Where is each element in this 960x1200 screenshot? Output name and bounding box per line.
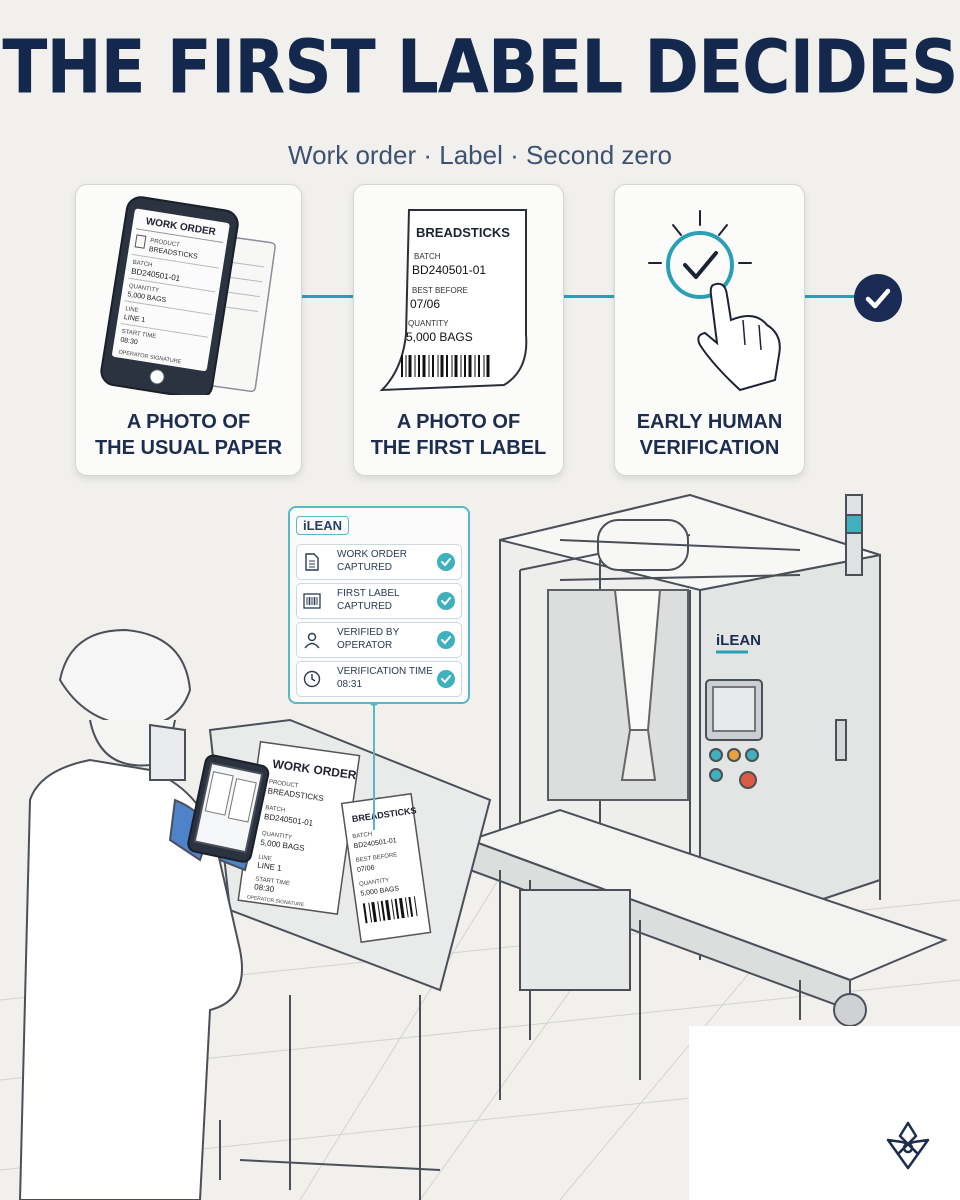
document-icon [305,553,319,571]
check-icon [437,631,455,649]
label-quantity-value: 5,000 BAGS [406,330,473,344]
phone-work-order-icon: WORK ORDER PRODUCT BREADSTICKS BATCH BD2… [100,196,276,395]
label-best-before-label: BEST BEFORE [412,286,468,295]
callout-leader-line [373,700,375,830]
check-icon [437,592,455,610]
step-card-paper-photo: WORK ORDER PRODUCT BREADSTICKS BATCH BD2… [75,184,302,476]
barcode-graphic [401,355,490,377]
label-title: BREADSTICKS [416,225,510,240]
label-batch-label: BATCH [414,252,441,261]
svg-text:QUANTITY: QUANTITY [261,831,292,841]
machine-brand: iLEAN [716,632,761,649]
blank-overlay [689,1026,960,1200]
production-scene-illustration: iLEAN WORK ORDER PRODUCT BREADSTICKS BAT… [0,493,960,1200]
step-card-label-photo: BREADSTICKS BATCH BD240501-01 BEST BEFOR… [353,184,564,476]
phone-wo-batch-label: BATCH [132,260,153,269]
final-check-icon [854,274,902,322]
svg-text:BATCH: BATCH [352,832,373,841]
conveyor-belt [466,808,948,1100]
svg-text:LINE: LINE [258,855,272,863]
svg-text:07/06: 07/06 [357,865,375,874]
phone-wo-line-label: LINE [125,306,139,314]
page-subtitle: Work order · Label · Second zero [288,140,672,170]
flower-logo-icon [886,1121,930,1170]
phone-wo-quantity-label: QUANTITY [128,283,159,294]
barcode-icon [303,593,321,609]
page-title: THE FIRST LABEL DECIDES [2,24,958,111]
svg-text:QUANTITY: QUANTITY [359,878,390,888]
check-icon [437,670,455,688]
clock-icon [303,670,321,688]
label-icon: BREADSTICKS BATCH BD240501-01 BEST BEFOR… [379,209,528,392]
svg-text:LINE 1: LINE 1 [257,861,283,873]
ilean-logo: iLEAN [296,516,349,535]
svg-text:BATCH: BATCH [265,805,286,814]
label-quantity-label: QUANTITY [408,319,449,328]
label-best-before-value: 07/06 [410,297,440,311]
svg-text:START TIME: START TIME [255,876,290,887]
connector-line [300,295,354,298]
label-batch-value: BD240501-01 [412,263,486,277]
phone-wo-product-label: PRODUCT [150,238,181,249]
connector-line [562,295,614,298]
touch-verify-icon [648,210,781,392]
svg-text:08:30: 08:30 [254,882,276,894]
paper-first-label: BREADSTICKS BATCH BD240501-01 BEST BEFOR… [340,792,432,943]
user-icon [304,632,320,649]
operator-figure [18,628,270,1200]
connector-line [803,295,855,298]
phone-wo-start-label: START TIME [121,329,156,340]
svg-text:PRODUCT: PRODUCT [269,779,300,789]
phone-wo-line-value: LINE 1 [123,314,145,324]
svg-text:BEST BEFORE: BEST BEFORE [355,852,397,864]
phone-wo-start-value: 08:30 [120,337,139,347]
check-icon [437,553,455,571]
